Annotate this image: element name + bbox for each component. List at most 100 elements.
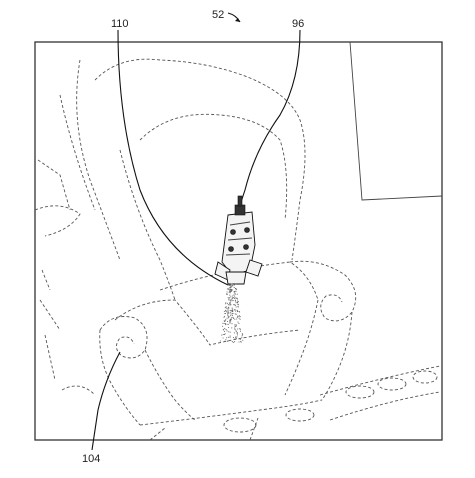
spray-dot (228, 331, 230, 333)
spray-dot (230, 313, 232, 315)
spray-dot (225, 306, 227, 308)
spray-dot (229, 292, 231, 294)
spray-dot (229, 304, 231, 306)
spray-dot (223, 329, 225, 331)
label-110: 110 (111, 18, 129, 30)
spray-dot (223, 322, 225, 324)
spray-dot (222, 325, 224, 327)
spray-dot (224, 320, 226, 322)
spray-dot (241, 333, 243, 335)
spray-dot (229, 331, 231, 333)
spray-dot (227, 326, 230, 329)
spray-dot (228, 312, 230, 314)
spray-dot (236, 334, 238, 336)
lead-line-96 (237, 29, 301, 213)
spray-dot (229, 301, 232, 303)
spray-dot (241, 334, 243, 337)
spray-dot (229, 300, 231, 302)
spray-dot (236, 288, 238, 290)
spray-dot (232, 316, 234, 318)
spray-dot (236, 315, 239, 317)
spray-dot (235, 313, 237, 315)
spray-dot (238, 323, 240, 325)
spray-dot (231, 300, 233, 302)
figure-ref-arrowhead (235, 18, 240, 22)
spray-dot (235, 330, 237, 332)
spray-dot (239, 339, 241, 341)
spray-dot (234, 288, 237, 290)
spray-dot (236, 293, 238, 295)
spray-dot (225, 322, 227, 325)
spray-dot (228, 284, 230, 286)
spray-dot (229, 291, 231, 293)
spray-dot (228, 288, 230, 290)
spray-dot (234, 324, 236, 326)
spray-dot (234, 292, 236, 294)
spray-dot (224, 333, 226, 335)
spray-dot (225, 303, 227, 305)
spray-dot (230, 304, 232, 306)
spray-dot (234, 338, 236, 340)
spray-dot (238, 328, 240, 330)
spray-dot (238, 315, 240, 317)
spray-dot (234, 304, 236, 306)
spray-dot (232, 308, 234, 310)
spray-dot (224, 328, 226, 330)
spray-dot (237, 301, 239, 303)
spray-dot (221, 334, 223, 336)
spray-dot (227, 306, 229, 308)
label-104: 104 (82, 453, 100, 465)
spray-dot (226, 311, 228, 313)
spray-dot (231, 307, 233, 309)
spray-dot (234, 300, 237, 302)
spray-dot (229, 294, 231, 296)
spray-dot (225, 307, 227, 309)
spray-dot (226, 337, 228, 339)
spray-dot (235, 336, 237, 338)
figure-ref-label: 52 (212, 9, 224, 21)
spray-dot (227, 297, 229, 299)
spray-dot (226, 291, 228, 293)
spray-dot (226, 302, 229, 304)
spray-dot (239, 316, 241, 318)
spray-dot (236, 302, 239, 304)
spray-dot (232, 300, 234, 302)
spray-dot (233, 291, 235, 293)
spray-dot (228, 316, 230, 318)
spray-dot (227, 308, 229, 310)
spray-dot (226, 340, 228, 342)
spray-dot (234, 326, 236, 328)
spray-dot (229, 286, 231, 288)
spray-dot (227, 310, 229, 312)
spray-dot (228, 298, 230, 300)
spray-plume (219, 283, 244, 343)
spray-dot (232, 317, 235, 319)
spray-dot (236, 316, 238, 319)
spray-dot (223, 334, 225, 336)
spray-dot (229, 290, 231, 292)
spray-dot (231, 295, 233, 297)
spray-dot (237, 299, 239, 301)
spray-dot (224, 312, 227, 315)
spray-dot (231, 341, 233, 343)
spray-dot (231, 323, 233, 325)
spray-dot (236, 297, 238, 299)
spray-dot (237, 304, 240, 306)
spray-dot (239, 318, 241, 320)
spray-dot (231, 313, 234, 315)
spray-dot (225, 302, 227, 304)
figure-frame (34, 41, 443, 441)
spray-dot (238, 341, 240, 343)
spray-dot (236, 318, 238, 320)
spray-dot (235, 302, 237, 304)
spray-dot (235, 324, 237, 326)
spray-dot (234, 295, 236, 297)
spray-dot (230, 312, 232, 314)
lead-line-104 (91, 351, 121, 451)
spray-dot (223, 316, 225, 318)
spray-dot (232, 341, 234, 343)
spray-dot (226, 330, 228, 332)
spray-dot (232, 297, 234, 299)
spray-dot (224, 340, 226, 342)
